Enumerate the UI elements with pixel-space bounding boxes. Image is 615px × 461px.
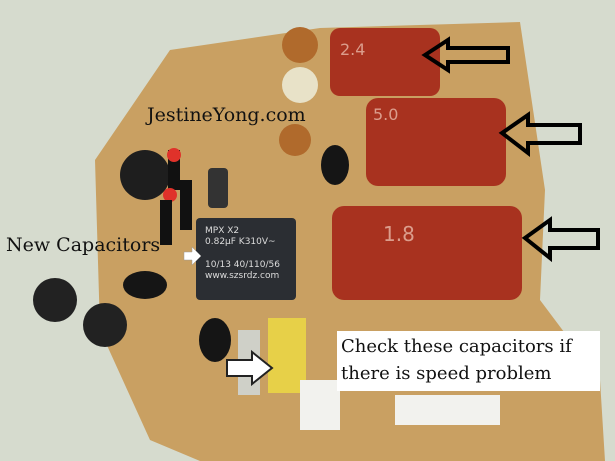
capacitor-value: 1.8 bbox=[383, 222, 415, 246]
toroid-inductor bbox=[279, 124, 311, 156]
disc-capacitor bbox=[321, 145, 349, 185]
x2-capacitor bbox=[196, 218, 296, 300]
arrow-left-icon bbox=[421, 36, 510, 74]
arrow-right-icon bbox=[226, 349, 274, 387]
capacitor-value: 2.4 bbox=[340, 40, 366, 59]
x2-line: 0.82μF K310V~ bbox=[205, 237, 276, 247]
watermark: JestineYong.com bbox=[147, 104, 306, 126]
check-capacitors-note: Check these capacitors if there is speed… bbox=[337, 331, 600, 391]
yellow-capacitor bbox=[268, 318, 306, 393]
led bbox=[160, 200, 172, 245]
x2-line: 10/13 40/110/56 bbox=[205, 260, 280, 270]
film-capacitor-middle bbox=[366, 98, 506, 186]
connector bbox=[300, 380, 340, 430]
film-capacitor-top bbox=[330, 28, 440, 96]
disc-capacitor bbox=[123, 271, 167, 299]
x2-capacitor-marking: MPX X2 0.82μF K310V~ 10/13 40/110/56 www… bbox=[205, 226, 280, 282]
connector bbox=[395, 395, 500, 425]
arrow-left-icon bbox=[521, 216, 600, 263]
buzzer bbox=[120, 150, 170, 200]
electrolytic-capacitor bbox=[208, 168, 228, 208]
disc-capacitor bbox=[199, 318, 231, 362]
toroid-inductor bbox=[282, 67, 318, 103]
electrolytic-capacitor bbox=[33, 278, 77, 322]
arrow-right-icon bbox=[183, 246, 202, 266]
capacitor-value: 5.0 bbox=[373, 105, 399, 124]
x2-line: MPX X2 bbox=[205, 226, 240, 236]
film-capacitor-bottom bbox=[332, 206, 522, 300]
electrolytic-capacitor bbox=[83, 303, 127, 347]
led bbox=[180, 180, 192, 230]
x2-line: www.szsrdz.com bbox=[205, 271, 280, 281]
new-capacitors-label: New Capacitors bbox=[6, 234, 161, 256]
toroid-inductor bbox=[282, 27, 318, 63]
arrow-left-icon bbox=[498, 111, 582, 158]
